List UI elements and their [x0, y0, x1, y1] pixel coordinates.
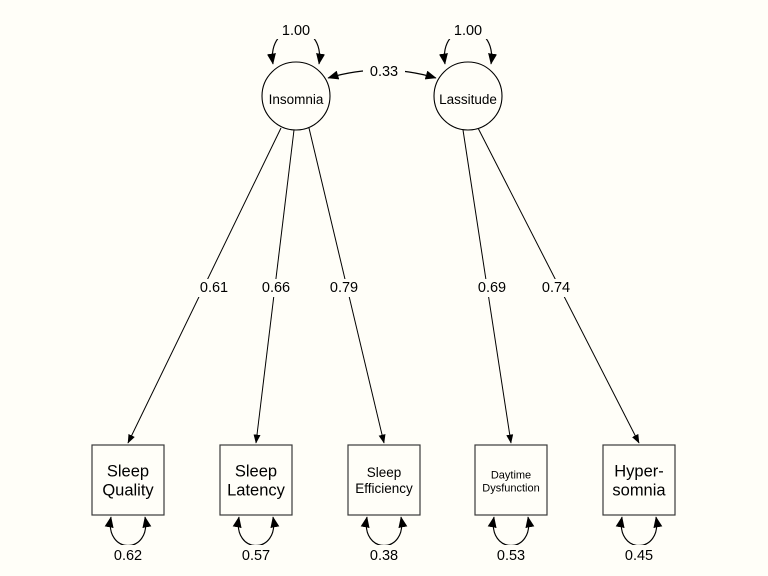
- observed-box-sleep_quality[interactable]: [91, 444, 165, 516]
- loading-value-daytime_dysfunction: 0.69: [478, 280, 506, 296]
- residual-variance-loops: [104, 516, 663, 547]
- latent-node-insomnia[interactable]: [261, 61, 331, 131]
- loading-label-bg: [473, 279, 511, 297]
- residual-value-sleep_quality: 0.62: [114, 548, 142, 564]
- observed-label-hypersomnia-line1: Hyper-: [614, 463, 664, 481]
- observed-label-sleep_latency-line1: Sleep: [235, 463, 277, 481]
- observed-variable-boxes: SleepQualitySleepLatencySleepEfficiencyD…: [91, 444, 676, 516]
- observed-label-sleep_latency-line2: Latency: [227, 482, 286, 500]
- observed-label-sleep_efficiency-line2: Efficiency: [355, 481, 413, 496]
- residual-value-sleep_latency: 0.57: [242, 548, 270, 564]
- loading-value-hypersomnia: 0.74: [542, 280, 570, 296]
- loading-label-bg: [257, 279, 295, 297]
- observed-box-sleep_efficiency[interactable]: [347, 444, 421, 516]
- variance-label-bg: [275, 20, 317, 39]
- observed-label-sleep_quality-line1: Sleep: [107, 463, 149, 481]
- loading-value-sleep_efficiency: 0.79: [330, 280, 358, 296]
- observed-label-sleep_efficiency-line1: Sleep: [367, 465, 402, 480]
- residual-loop-sleep_quality: [104, 516, 152, 547]
- covariance-label-bg: [363, 63, 405, 81]
- edge-value-labels: 0.61 0.66 0.79 0.69 0.74 0.33 1.00 1.00 0.62 0.57…: [107, 20, 660, 564]
- loading-value-sleep_latency: 0.66: [262, 280, 290, 296]
- observed-label-sleep_quality-line2: Quality: [102, 482, 154, 500]
- residual-label-bg: [107, 545, 149, 564]
- observed-box-hypersomnia[interactable]: [602, 444, 676, 516]
- latent-variable-nodes: Insomnia Lassitude: [261, 61, 503, 131]
- observed-box-daytime_dysfunction[interactable]: [474, 444, 548, 516]
- latent-label-lassitude: Lassitude: [439, 92, 497, 107]
- observed-box-sleep_latency[interactable]: [219, 444, 293, 516]
- latent-node-lassitude[interactable]: [433, 61, 503, 131]
- covariance-value: 0.33: [370, 64, 398, 80]
- loading-label-bg: [537, 279, 575, 297]
- residual-loop-sleep_efficiency: [360, 516, 408, 547]
- residual-value-daytime_dysfunction: 0.53: [497, 548, 525, 564]
- loading-label-bg: [195, 279, 233, 297]
- loading-label-bg: [325, 279, 363, 297]
- variance-label-bg: [447, 20, 489, 39]
- variance-value-insomnia: 1.00: [282, 23, 310, 39]
- variance-value-lassitude: 1.00: [454, 23, 482, 39]
- residual-loop-daytime_dysfunction: [487, 516, 535, 547]
- residual-label-bg: [363, 545, 405, 564]
- loading-value-sleep_quality: 0.61: [200, 280, 228, 296]
- residual-loop-sleep_latency: [232, 516, 280, 547]
- residual-loop-hypersomnia: [615, 516, 663, 547]
- residual-value-sleep_efficiency: 0.38: [370, 548, 398, 564]
- observed-label-hypersomnia-line2: somnia: [612, 482, 666, 500]
- residual-label-bg: [490, 545, 532, 564]
- latent-label-insomnia: Insomnia: [269, 92, 324, 107]
- residual-value-hypersomnia: 0.45: [625, 548, 653, 564]
- residual-label-bg: [618, 545, 660, 564]
- residual-label-bg: [235, 545, 277, 564]
- observed-label-daytime_dysfunction-line1: Daytime: [491, 470, 531, 482]
- observed-label-daytime_dysfunction-line2: Dysfunction: [482, 483, 539, 495]
